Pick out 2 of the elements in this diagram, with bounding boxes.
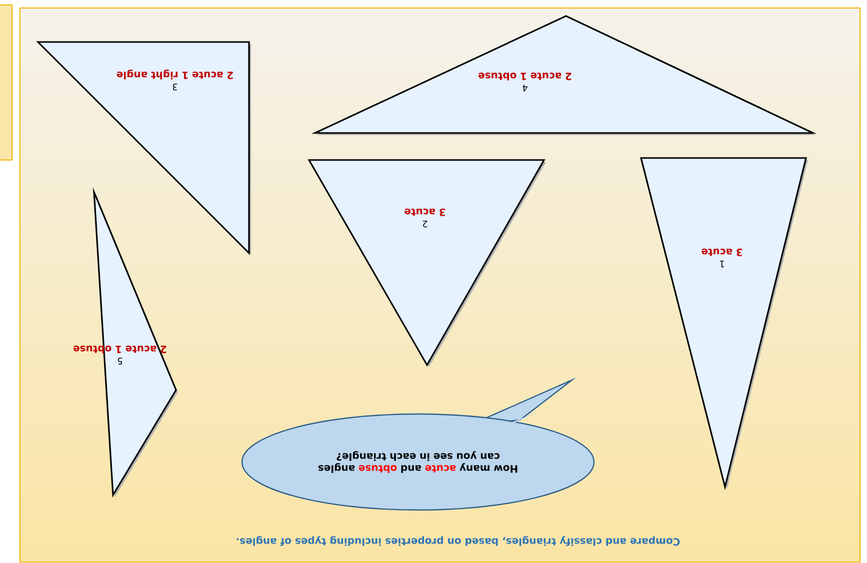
speech-bubble: How many acute and obtuse angles can you see in each triangle? [241, 377, 595, 511]
title: Compare and classify triangles, based on properties including types of angles. [236, 536, 680, 546]
